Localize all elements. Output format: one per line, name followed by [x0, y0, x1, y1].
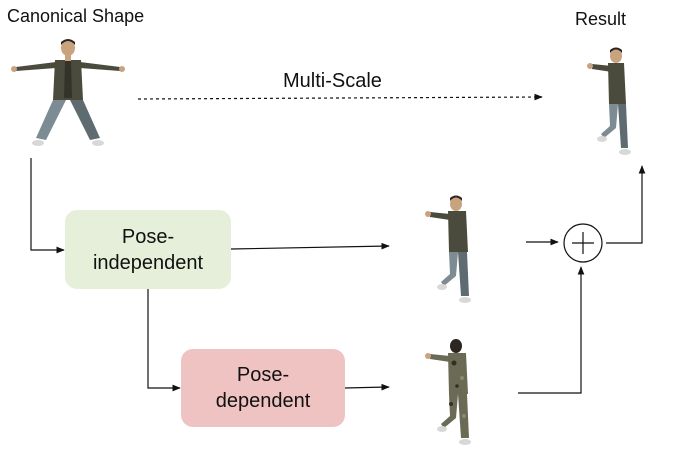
bottom-to-plus-arrow — [518, 266, 585, 394]
plus-to-result-arrow — [606, 165, 646, 244]
plus-circle-icon — [563, 223, 603, 263]
pose-independent-output-figure — [425, 195, 471, 303]
independent-output-arrow — [230, 242, 390, 250]
pose-independent-line2: independent — [92, 251, 204, 274]
pose-dependent-box: Pose- dependent — [181, 349, 345, 427]
dependent-output-arrow — [344, 383, 390, 391]
canonical-shape-label: Canonical Shape — [7, 6, 145, 26]
pose-dependent-line2: dependent — [215, 390, 311, 412]
multi-scale-label: Multi-Scale — [283, 70, 382, 92]
pose-dependent-output-figure — [425, 339, 471, 445]
pose-dependent-line1: Pose- — [236, 364, 290, 386]
result-label: Result — [575, 9, 627, 29]
canonical-shape-figure — [11, 39, 125, 146]
pose-independent-line1: Pose- — [121, 225, 175, 248]
canonical-to-independent-arrow — [30, 158, 65, 254]
pose-independent-box: Pose- independent — [65, 210, 231, 289]
independent-to-dependent-arrow — [147, 289, 181, 392]
result-figure — [587, 47, 631, 155]
multi-scale-arrow — [137, 93, 543, 101]
